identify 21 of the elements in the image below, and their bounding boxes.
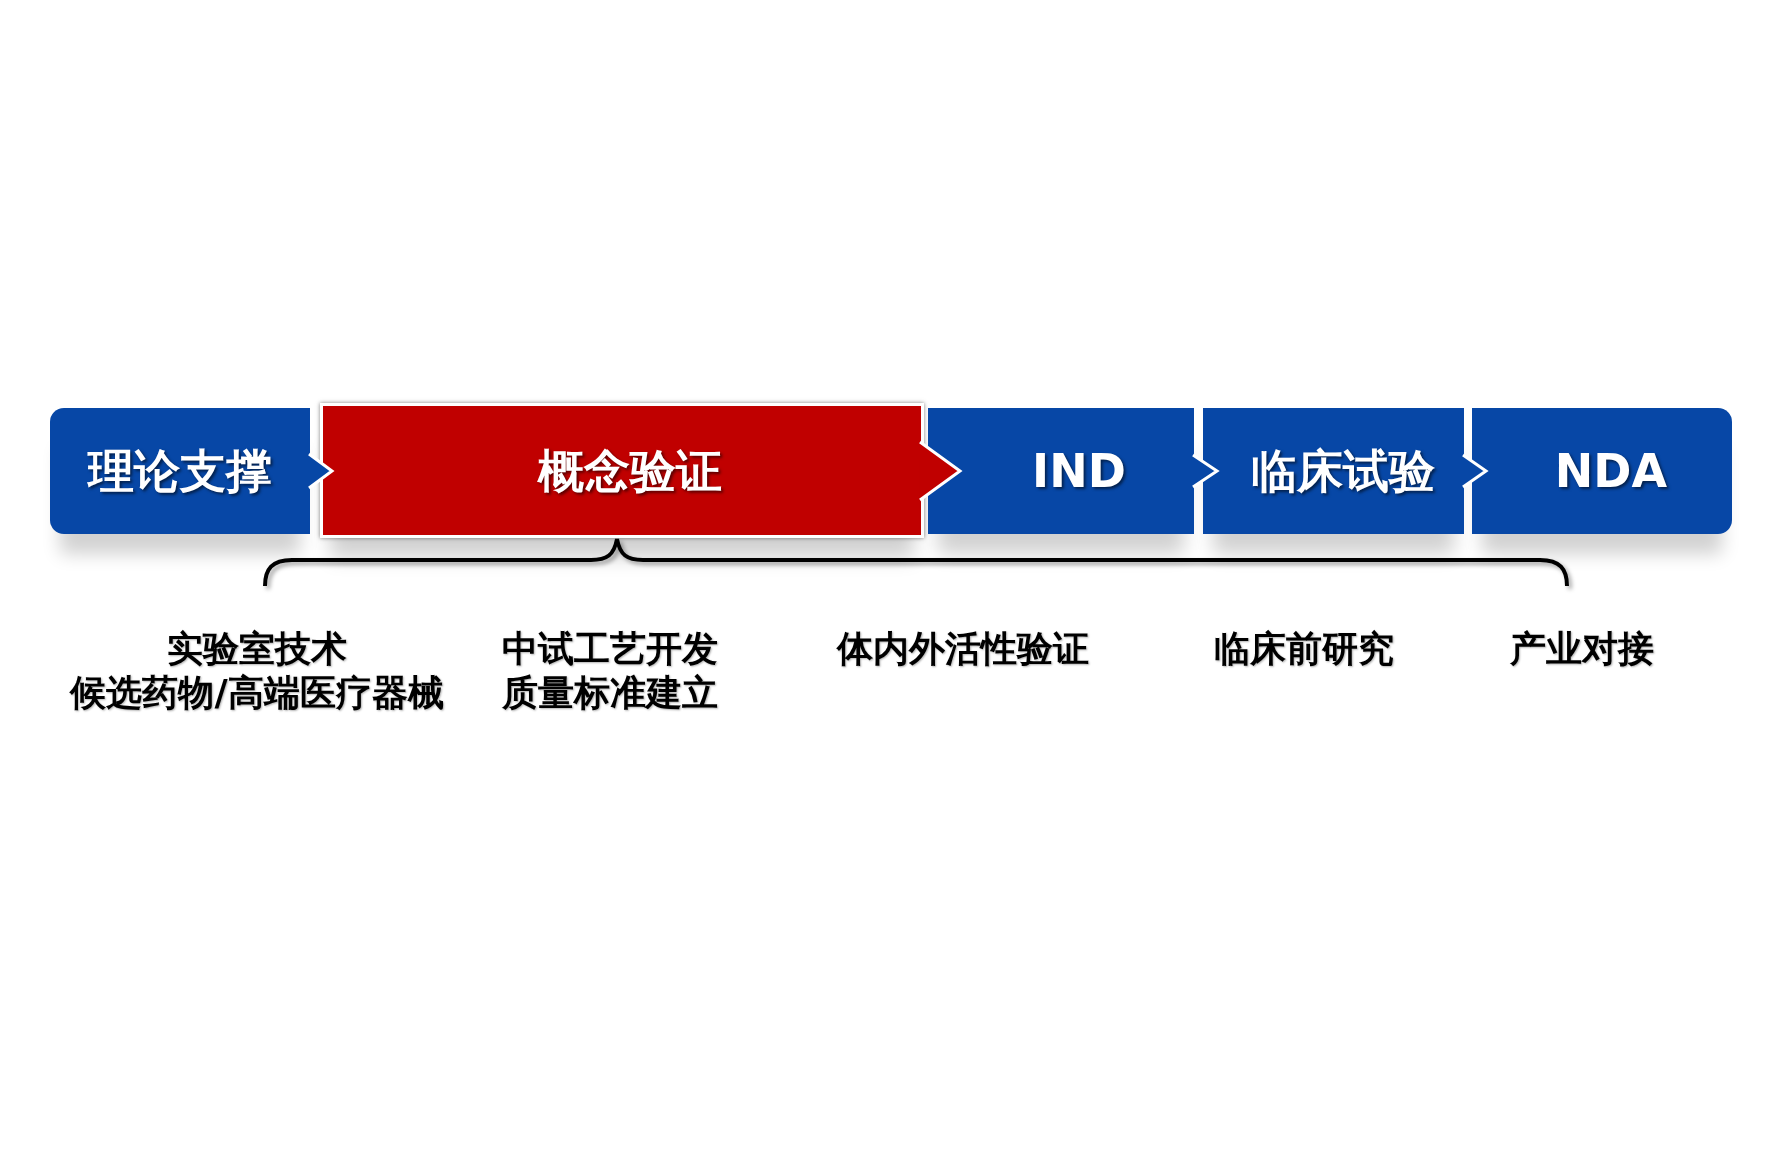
stage-segment: [1203, 408, 1464, 534]
activity-label: 临床前研究: [1214, 627, 1394, 671]
stage-label: NDA: [1554, 443, 1668, 499]
activity-label: 体内外活性验证: [837, 627, 1089, 671]
highlighted-stage-segment: [320, 403, 924, 538]
chevron-arrow: [1461, 453, 1488, 489]
activity-label: 质量标准建立: [502, 671, 718, 715]
stage-label: 概念验证: [538, 442, 722, 499]
stage-label: IND: [1032, 443, 1126, 499]
activity-label: 产业对接: [1510, 627, 1654, 671]
activity-label: 候选药物/高端医疗器械: [70, 671, 444, 715]
stage-label: 理论支撑: [88, 443, 272, 499]
chevron-arrow: [918, 440, 962, 502]
stage-segment: [1472, 408, 1732, 534]
stage-label: 临床试验: [1250, 443, 1435, 499]
chevron-arrow: [307, 452, 334, 490]
activity-label: 中试工艺开发: [502, 627, 718, 671]
stage-segment: [928, 408, 1194, 534]
activity-label: 实验室技术: [167, 627, 347, 671]
chevron-arrow: [1191, 453, 1219, 489]
stage-segment: [50, 408, 310, 534]
